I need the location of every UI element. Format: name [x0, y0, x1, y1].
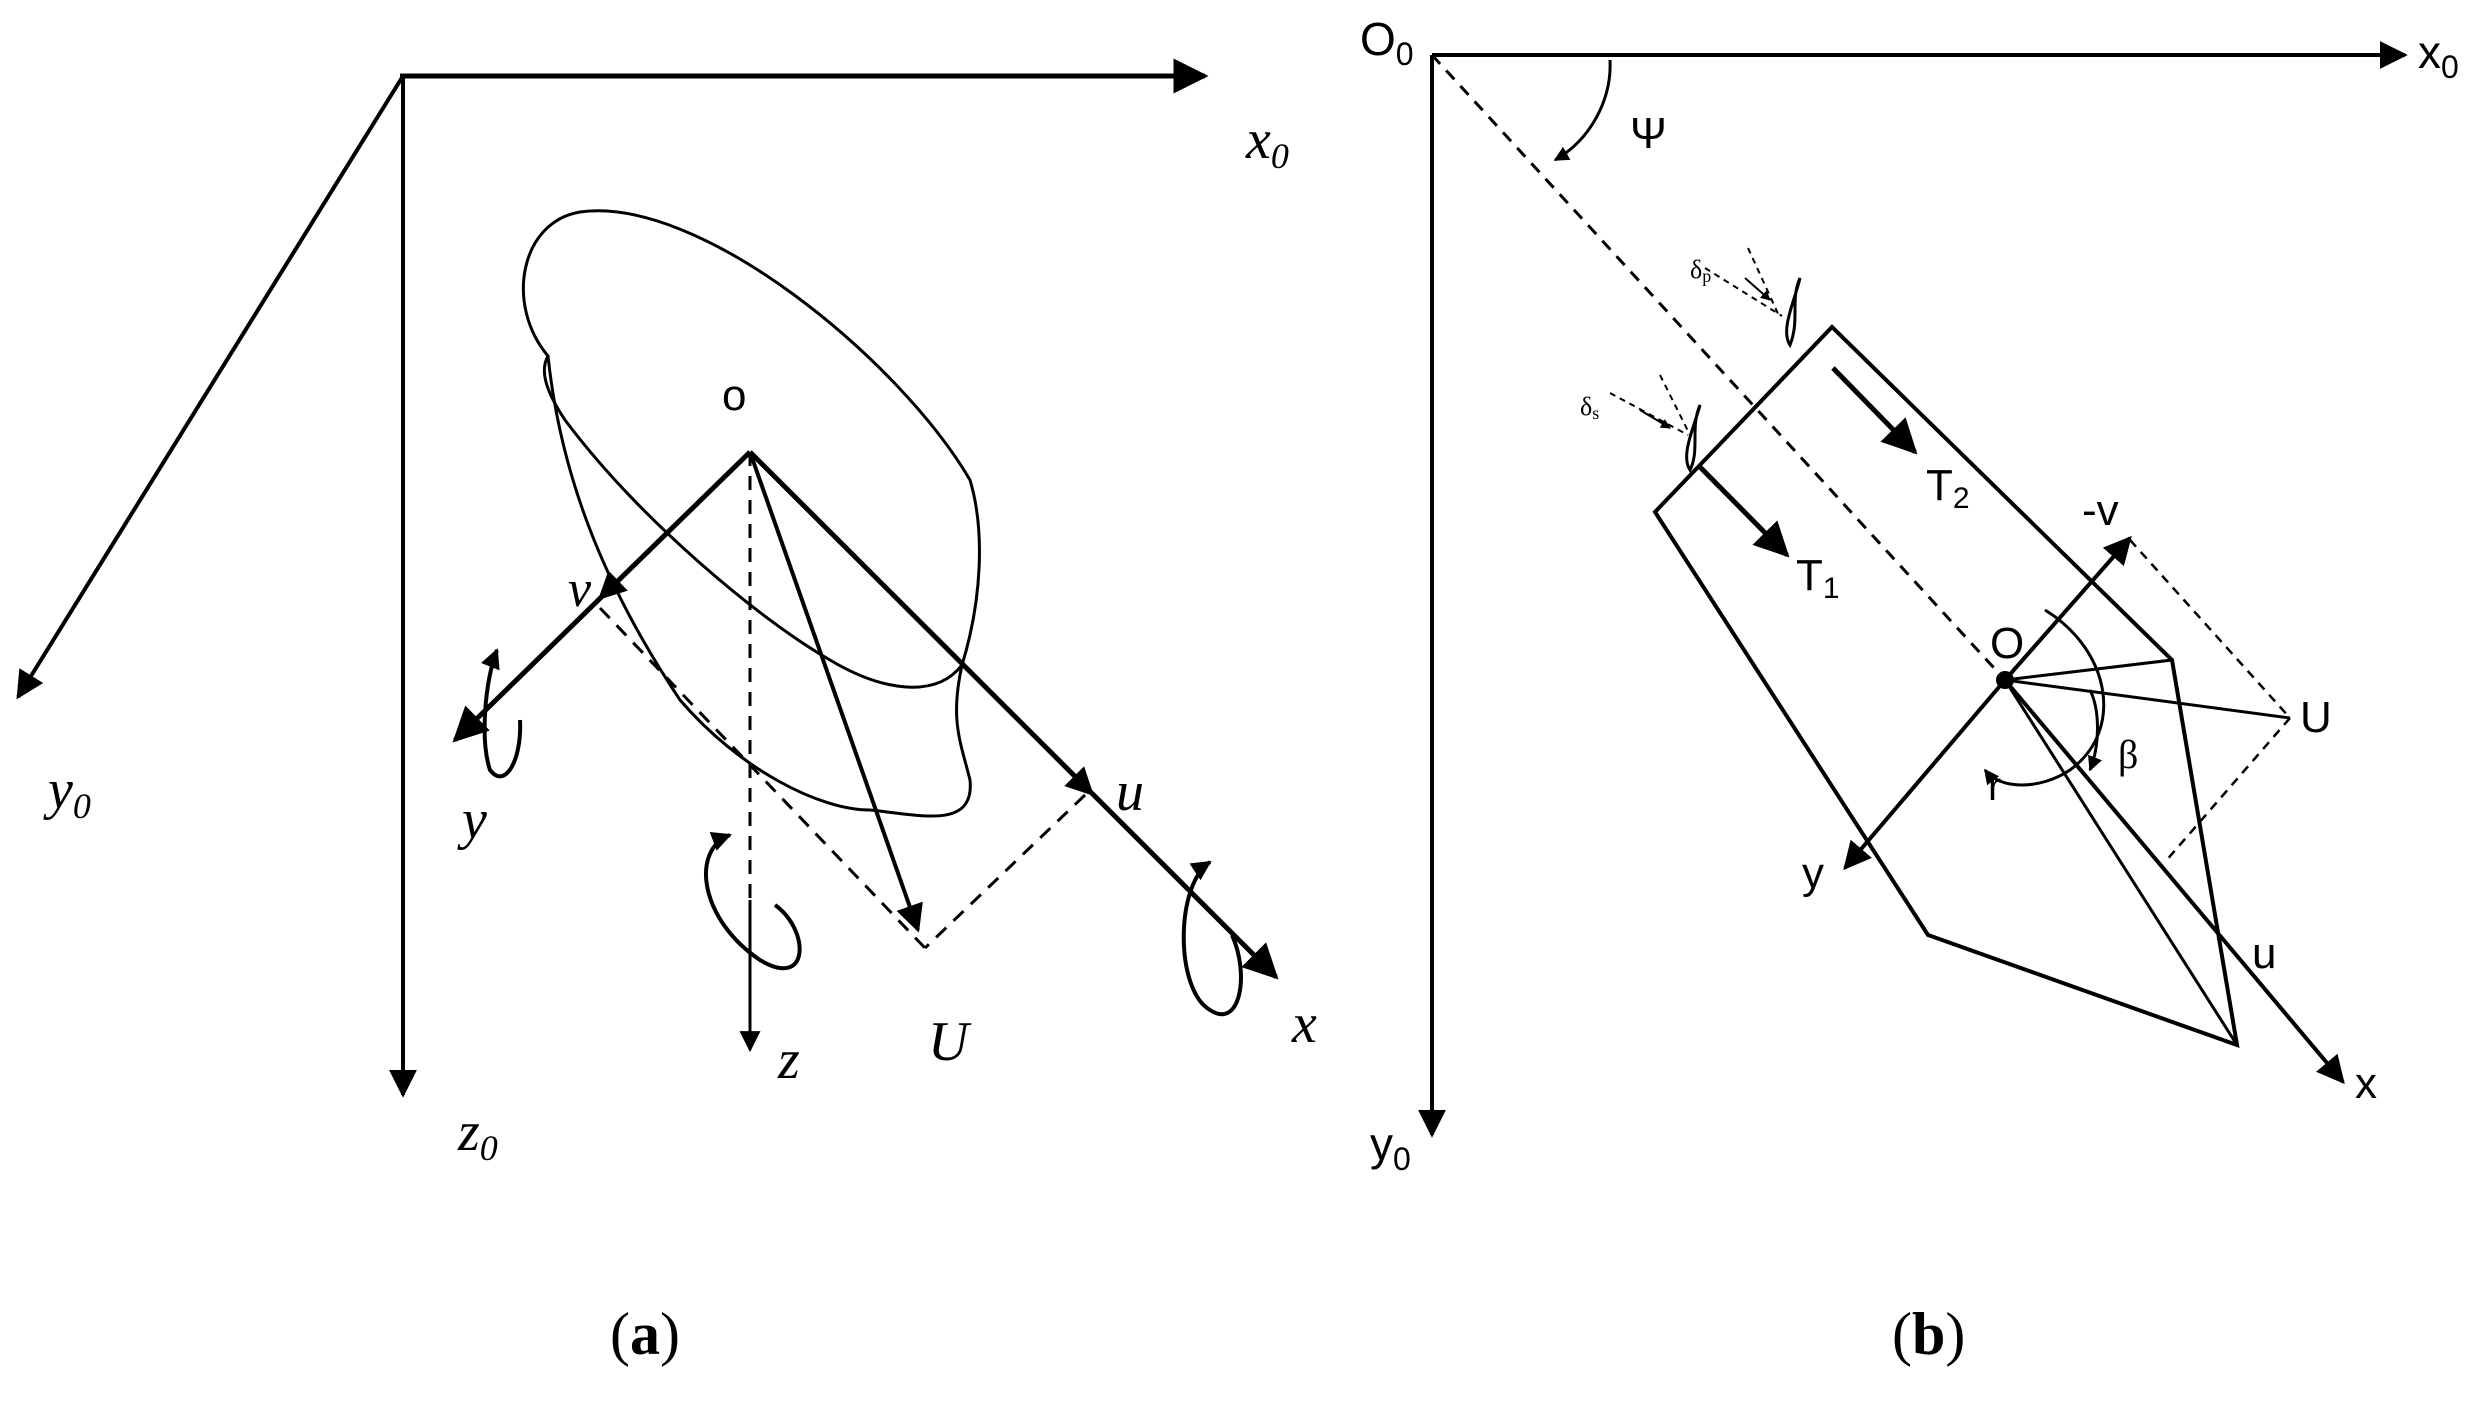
velocity-u-a — [1048, 750, 1094, 796]
label-psi: Ψ — [1630, 109, 1667, 158]
label-y-b: y — [1802, 849, 1824, 898]
label-y-a: y — [457, 789, 487, 851]
vessel-outline — [1652, 324, 2240, 1049]
proj-negv-b — [2129, 539, 2291, 719]
body-x-axis-a — [748, 450, 1279, 980]
rotation-x-icon — [1181, 860, 1243, 1017]
y0-axis-a — [16, 74, 405, 700]
rotation-z-icon — [704, 831, 802, 970]
hull-keel — [546, 355, 972, 818]
panel-a: x0 y0 z0 o v y u x z U — [16, 58, 1317, 1168]
proj-v-a — [598, 606, 927, 950]
rotation-y-icon — [481, 648, 523, 779]
thrust-2-arrow — [1831, 366, 1918, 455]
velocity-v-a — [597, 548, 652, 600]
heading-line — [1430, 53, 2007, 682]
label-r: r — [1988, 765, 2001, 809]
body-y-axis-b — [1843, 678, 2007, 871]
label-beta: β — [2118, 732, 2138, 777]
neg-v-arrow — [2003, 535, 2132, 682]
body-x-axis-b — [2003, 678, 2345, 1085]
label-x0-a: x0 — [1245, 109, 1289, 176]
label-rudder-p: δp — [1690, 255, 1711, 286]
label-origin-world: O0 — [1360, 13, 1414, 72]
label-x-a: x — [1291, 993, 1317, 1055]
label-z-a: z — [777, 1029, 800, 1091]
heading-arc — [1553, 59, 1612, 162]
origin-dot-b — [1996, 671, 2014, 689]
label-u-b: u — [2252, 929, 2276, 978]
vessel-centerline — [2003, 679, 2239, 1046]
thrust-1-arrow — [1698, 465, 1790, 558]
label-U-a: U — [928, 1011, 972, 1073]
caption-a: (a) — [610, 1301, 680, 1367]
label-y0-b: y0 — [1370, 1118, 1411, 1177]
label-T1: T1 — [1796, 551, 1840, 605]
label-y0-a: y0 — [43, 759, 91, 826]
velocity-U-a — [748, 451, 923, 933]
vessel-chord — [2004, 658, 2173, 682]
label-origin-a: o — [722, 371, 746, 420]
label-T2: T2 — [1926, 461, 1970, 515]
drift-arc — [2088, 689, 2102, 772]
label-u-a: u — [1116, 761, 1144, 823]
label-x0-b: x0 — [2418, 26, 2459, 85]
panel-b: O0 x0 y0 Ψ δp δs T1 T2 -v O U β r y u x — [1360, 13, 2459, 1177]
caption-b: (b) — [1892, 1301, 1966, 1367]
label-rudder-s: δs — [1580, 392, 1599, 423]
label-origin-body: O — [1990, 619, 2024, 668]
label-v-a: v — [568, 561, 592, 618]
proj-u-a — [923, 793, 1087, 950]
label-x-b: x — [2355, 1059, 2377, 1108]
hull-outline — [521, 209, 981, 689]
propeller-starboard-icon — [1609, 374, 1702, 473]
label-neg-v: -v — [2082, 486, 2119, 535]
label-z0-a: z0 — [457, 1101, 498, 1168]
velocity-U-b — [2004, 678, 2291, 720]
yaw-rate-arc — [1983, 608, 2106, 787]
propeller-port-icon — [1704, 247, 1802, 349]
label-U-b: U — [2300, 693, 2332, 742]
